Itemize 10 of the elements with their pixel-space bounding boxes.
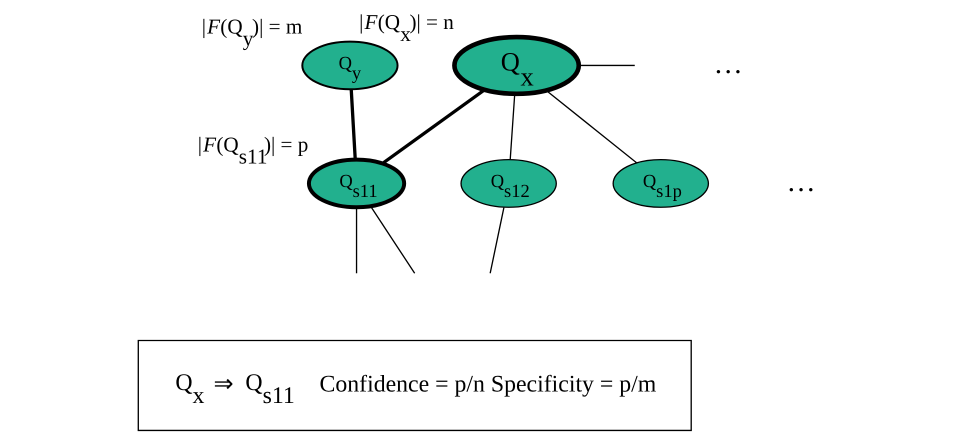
connector (545, 90, 636, 164)
label: … (713, 48, 742, 80)
connector (489, 207, 504, 274)
connector (355, 208, 357, 274)
connector (349, 89, 356, 160)
label: … (786, 166, 816, 198)
connector (381, 88, 486, 165)
connector (509, 93, 515, 160)
connector (578, 64, 634, 66)
connector (370, 206, 415, 274)
